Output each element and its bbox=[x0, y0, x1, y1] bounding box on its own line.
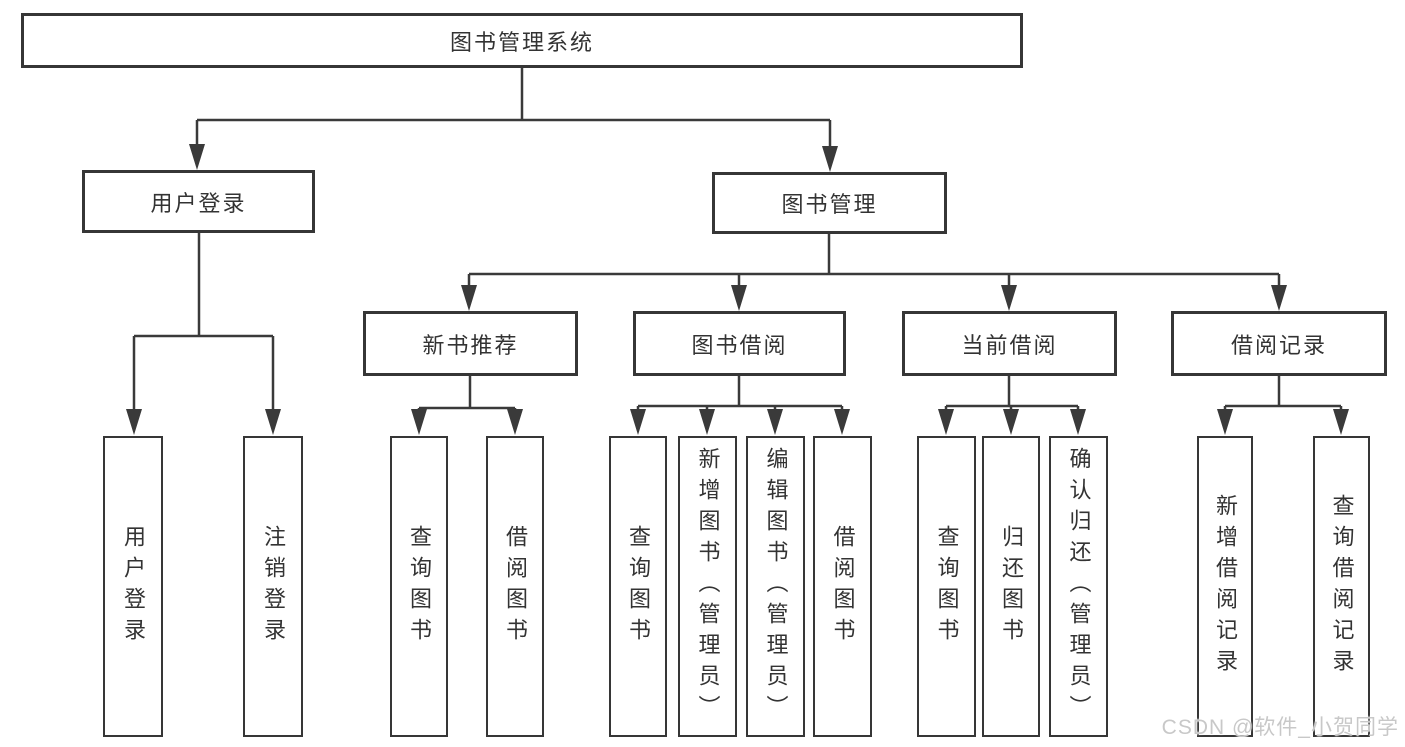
node-label: 查询图书 bbox=[934, 524, 960, 649]
node-label: 用户登录 bbox=[150, 190, 247, 216]
leaf-query-books-recommend: 查询图书 bbox=[390, 436, 448, 737]
node-label: 归还图书 bbox=[999, 524, 1024, 649]
node-current-borrowing: 当前借阅 bbox=[902, 311, 1117, 376]
leaf-confirm-return-admin: 确认归还（管理员） bbox=[1049, 436, 1108, 737]
node-label: 新增图书（管理员） bbox=[695, 447, 721, 726]
node-label: 新书推荐 bbox=[422, 332, 519, 358]
node-label: 编辑图书（管理员） bbox=[763, 447, 789, 726]
node-label: 用户登录 bbox=[121, 524, 146, 649]
leaf-query-books-current: 查询图书 bbox=[917, 436, 976, 737]
node-label: 当前借阅 bbox=[961, 332, 1058, 358]
leaf-add-borrow-record: 新增借阅记录 bbox=[1197, 436, 1253, 737]
node-root-library-system: 图书管理系统 bbox=[21, 13, 1023, 68]
node-label: 确认归还（管理员） bbox=[1066, 447, 1092, 726]
leaf-return-books: 归还图书 bbox=[982, 436, 1040, 737]
leaf-borrow-books-recommend: 借阅图书 bbox=[486, 436, 544, 737]
leaf-query-books-borrow: 查询图书 bbox=[609, 436, 667, 737]
node-new-book-recommend: 新书推荐 bbox=[363, 311, 578, 376]
connector-book-mgmt-children bbox=[461, 234, 1287, 311]
connector-book-borrow-children bbox=[630, 376, 850, 435]
node-label: 借阅图书 bbox=[503, 524, 528, 649]
connector-new-books-children bbox=[411, 376, 523, 435]
node-user-login: 用户登录 bbox=[82, 170, 315, 233]
node-label: 图书管理 bbox=[781, 192, 878, 217]
leaf-user-login: 用户登录 bbox=[103, 436, 163, 737]
node-book-management: 图书管理 bbox=[712, 172, 947, 234]
leaf-query-borrow-record: 查询借阅记录 bbox=[1313, 436, 1370, 737]
node-label: 新增借阅记录 bbox=[1213, 493, 1238, 680]
connector-user-login-children bbox=[126, 233, 281, 435]
csdn-watermark: CSDN @软件_小贺同学 bbox=[1161, 716, 1399, 739]
node-label: 借阅图书 bbox=[830, 524, 856, 649]
connector-current-borrow-children bbox=[938, 376, 1086, 435]
leaf-logout: 注销登录 bbox=[243, 436, 303, 737]
node-borrowing-records: 借阅记录 bbox=[1171, 311, 1387, 376]
node-label: 图书借阅 bbox=[691, 332, 788, 358]
leaf-borrow-books: 借阅图书 bbox=[813, 436, 872, 737]
node-book-borrowing: 图书借阅 bbox=[633, 311, 846, 376]
leaf-edit-books-admin: 编辑图书（管理员） bbox=[746, 436, 805, 737]
node-label: 查询借阅记录 bbox=[1329, 493, 1355, 680]
node-label: 注销登录 bbox=[261, 524, 286, 649]
node-label: 图书管理系统 bbox=[449, 29, 594, 55]
node-label: 查询图书 bbox=[626, 524, 651, 649]
node-label: 查询图书 bbox=[407, 524, 432, 649]
leaf-add-books-admin: 新增图书（管理员） bbox=[678, 436, 737, 737]
connector-borrow-records-children bbox=[1217, 376, 1349, 435]
connector-root-to-level2 bbox=[189, 68, 838, 172]
node-label: 借阅记录 bbox=[1230, 332, 1327, 358]
